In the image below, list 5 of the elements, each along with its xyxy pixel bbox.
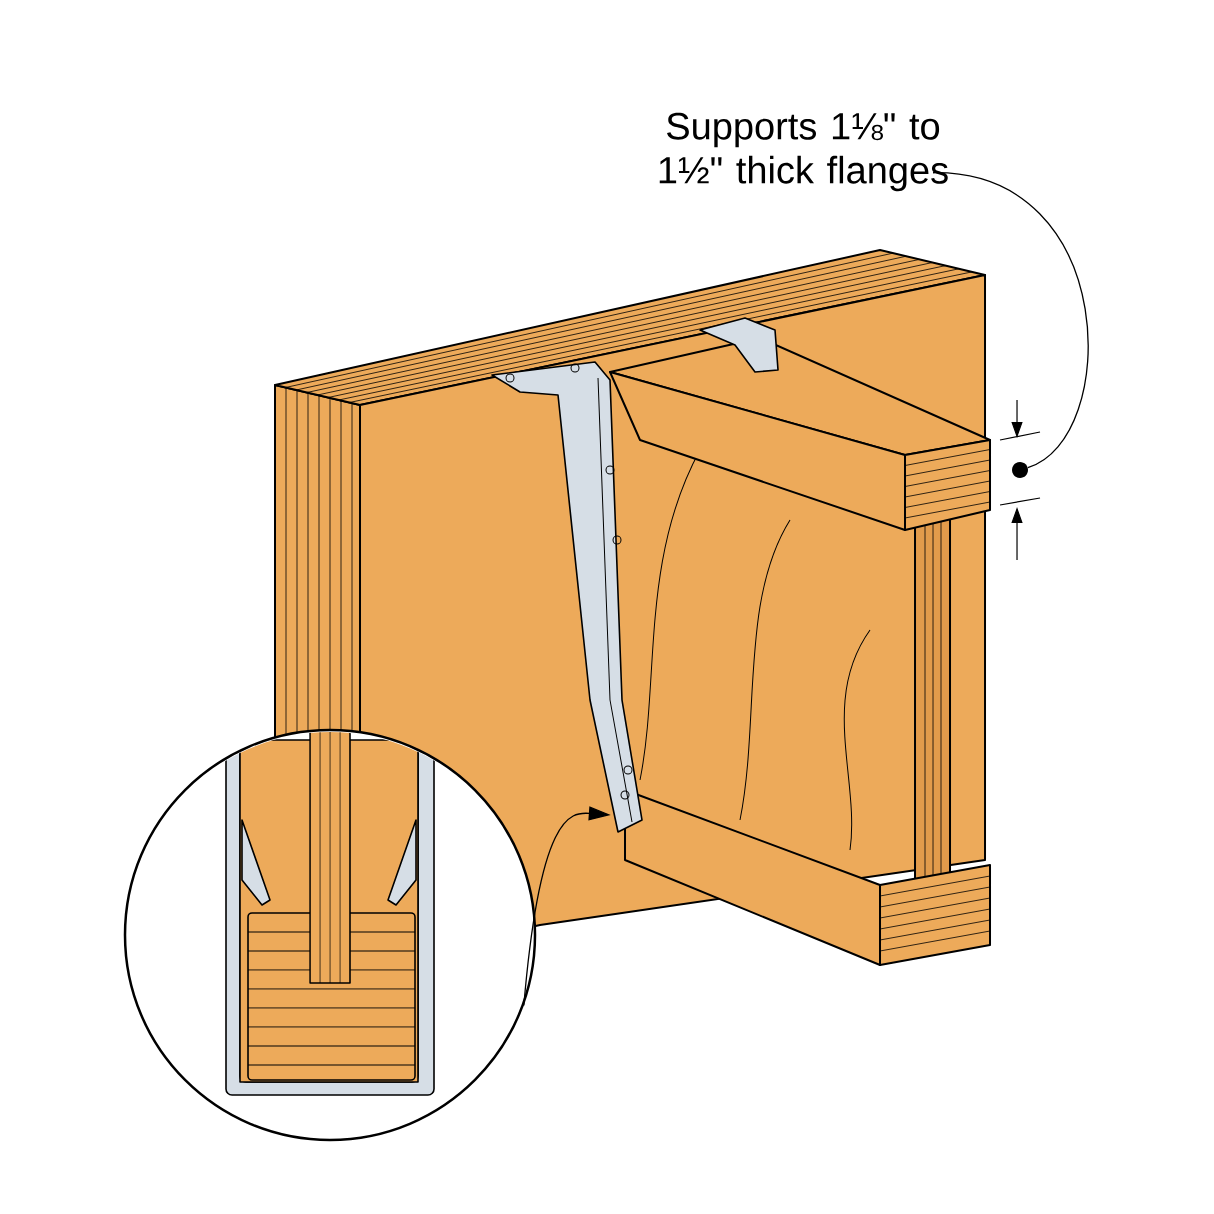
leader-line <box>932 172 1089 469</box>
callout-text: Supports 1⅛" to 1½" thick flanges <box>659 112 948 192</box>
hanger-drawing <box>491 317 779 833</box>
dot <box>1012 462 1028 478</box>
detail-circle <box>123 728 537 1142</box>
